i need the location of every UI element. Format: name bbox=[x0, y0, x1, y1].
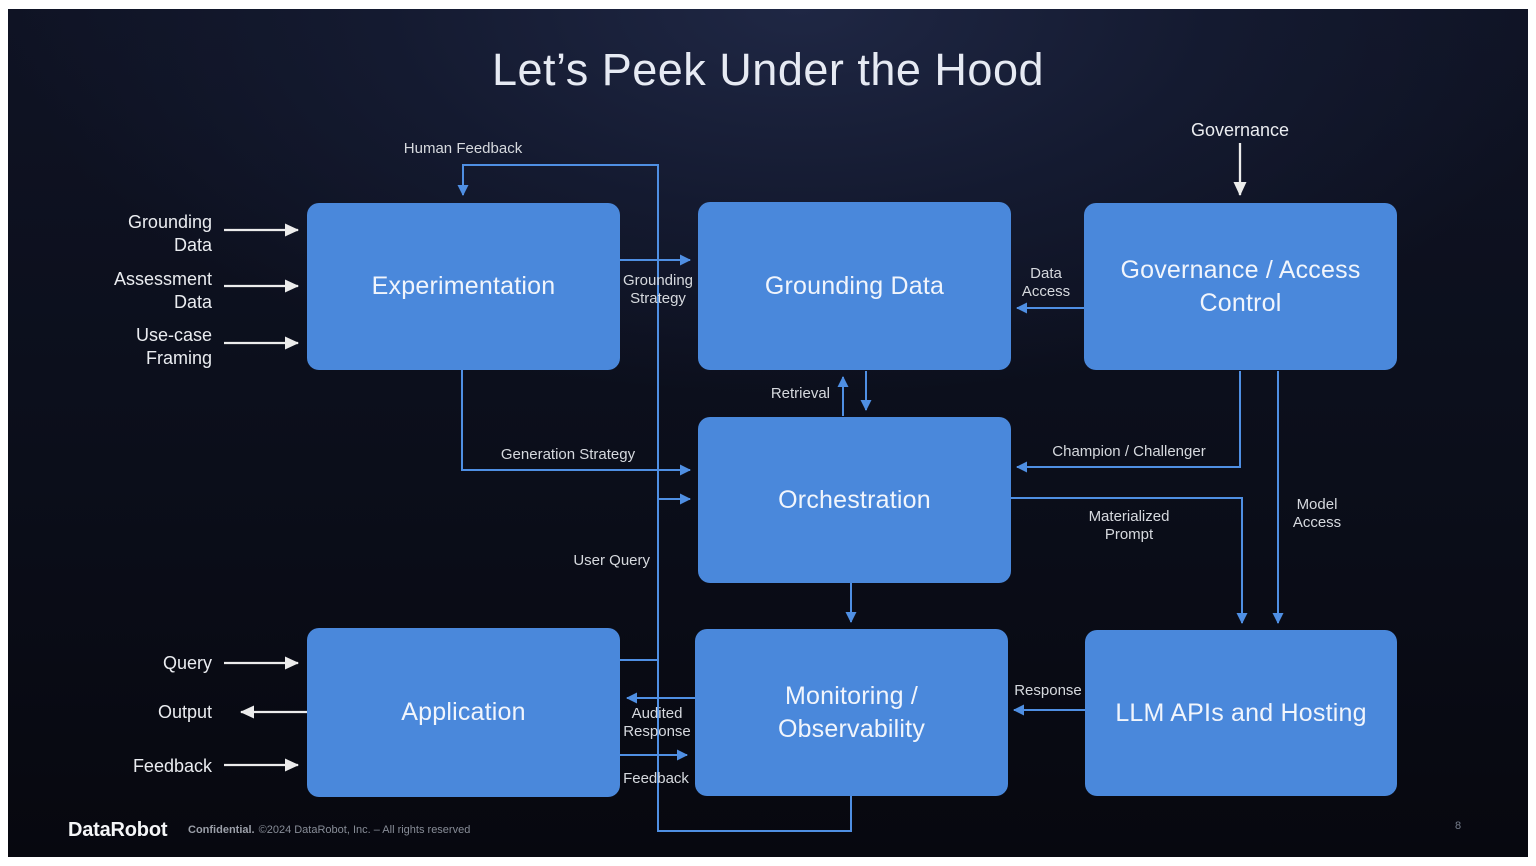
box-governance-access-control: Governance / Access Control bbox=[1084, 203, 1397, 370]
edge-label-model-access: Model Access bbox=[1292, 496, 1342, 532]
input-label-grounding-data: Grounding Data bbox=[127, 212, 212, 255]
box-experimentation-label: Experimentation bbox=[371, 272, 556, 301]
box-monitoring-observability: Monitoring / Observability bbox=[695, 629, 1008, 796]
confidentiality-notice: Confidential.©2024 DataRobot, Inc. – All… bbox=[188, 824, 470, 836]
edge-label-human-feedback: Human Feedback bbox=[403, 140, 523, 157]
box-governance-access-control-label: Governance / Access Control bbox=[1120, 256, 1361, 317]
edge-label-materialized-prompt: Materialized Prompt bbox=[1088, 508, 1170, 544]
page-number: 8 bbox=[1454, 820, 1462, 832]
box-llm-apis-hosting-label: LLM APIs and Hosting bbox=[1115, 698, 1367, 727]
edge-label-retrieval: Retrieval bbox=[770, 385, 830, 402]
edge-label-generation-strategy: Generation Strategy bbox=[500, 446, 636, 463]
input-label-query: Query bbox=[162, 653, 212, 673]
box-grounding-data-label: Grounding Data bbox=[764, 271, 945, 300]
input-label-use-case-framing: Use-case Framing bbox=[135, 325, 212, 368]
box-application-label: Application bbox=[401, 698, 526, 727]
datarobot-logo: DataRobot bbox=[68, 819, 168, 841]
edge-label-response: Response bbox=[1014, 682, 1082, 699]
rights-text: ©2024 DataRobot, Inc. – All rights reser… bbox=[258, 824, 471, 836]
edge-label-audited-response: Audited Response bbox=[623, 705, 691, 741]
input-label-assessment-data: Assessment Data bbox=[113, 269, 212, 312]
slide-title: Let’s Peek Under the Hood bbox=[491, 44, 1045, 95]
box-monitoring-observability-label: Monitoring / Observability bbox=[777, 682, 926, 743]
edge-label-governance: Governance bbox=[1190, 120, 1290, 140]
edge-label-grounding-strategy: Grounding Strategy bbox=[622, 272, 694, 308]
edge-label-data-access: Data Access bbox=[1021, 265, 1071, 301]
output-label: Output bbox=[157, 702, 212, 722]
box-application: Application bbox=[307, 628, 620, 797]
confidential-label: Confidential. bbox=[188, 824, 255, 836]
input-label-feedback: Feedback bbox=[132, 756, 212, 776]
box-orchestration: Orchestration bbox=[698, 417, 1011, 583]
box-grounding-data: Grounding Data bbox=[698, 202, 1011, 370]
box-experimentation: Experimentation bbox=[307, 203, 620, 370]
edge-label-feedback: Feedback bbox=[623, 770, 689, 787]
edge-label-user-query: User Query bbox=[573, 552, 650, 569]
box-orchestration-label: Orchestration bbox=[778, 485, 931, 514]
box-llm-apis-hosting: LLM APIs and Hosting bbox=[1085, 630, 1397, 796]
edge-label-champion-challenger: Champion / Challenger bbox=[1052, 443, 1206, 460]
